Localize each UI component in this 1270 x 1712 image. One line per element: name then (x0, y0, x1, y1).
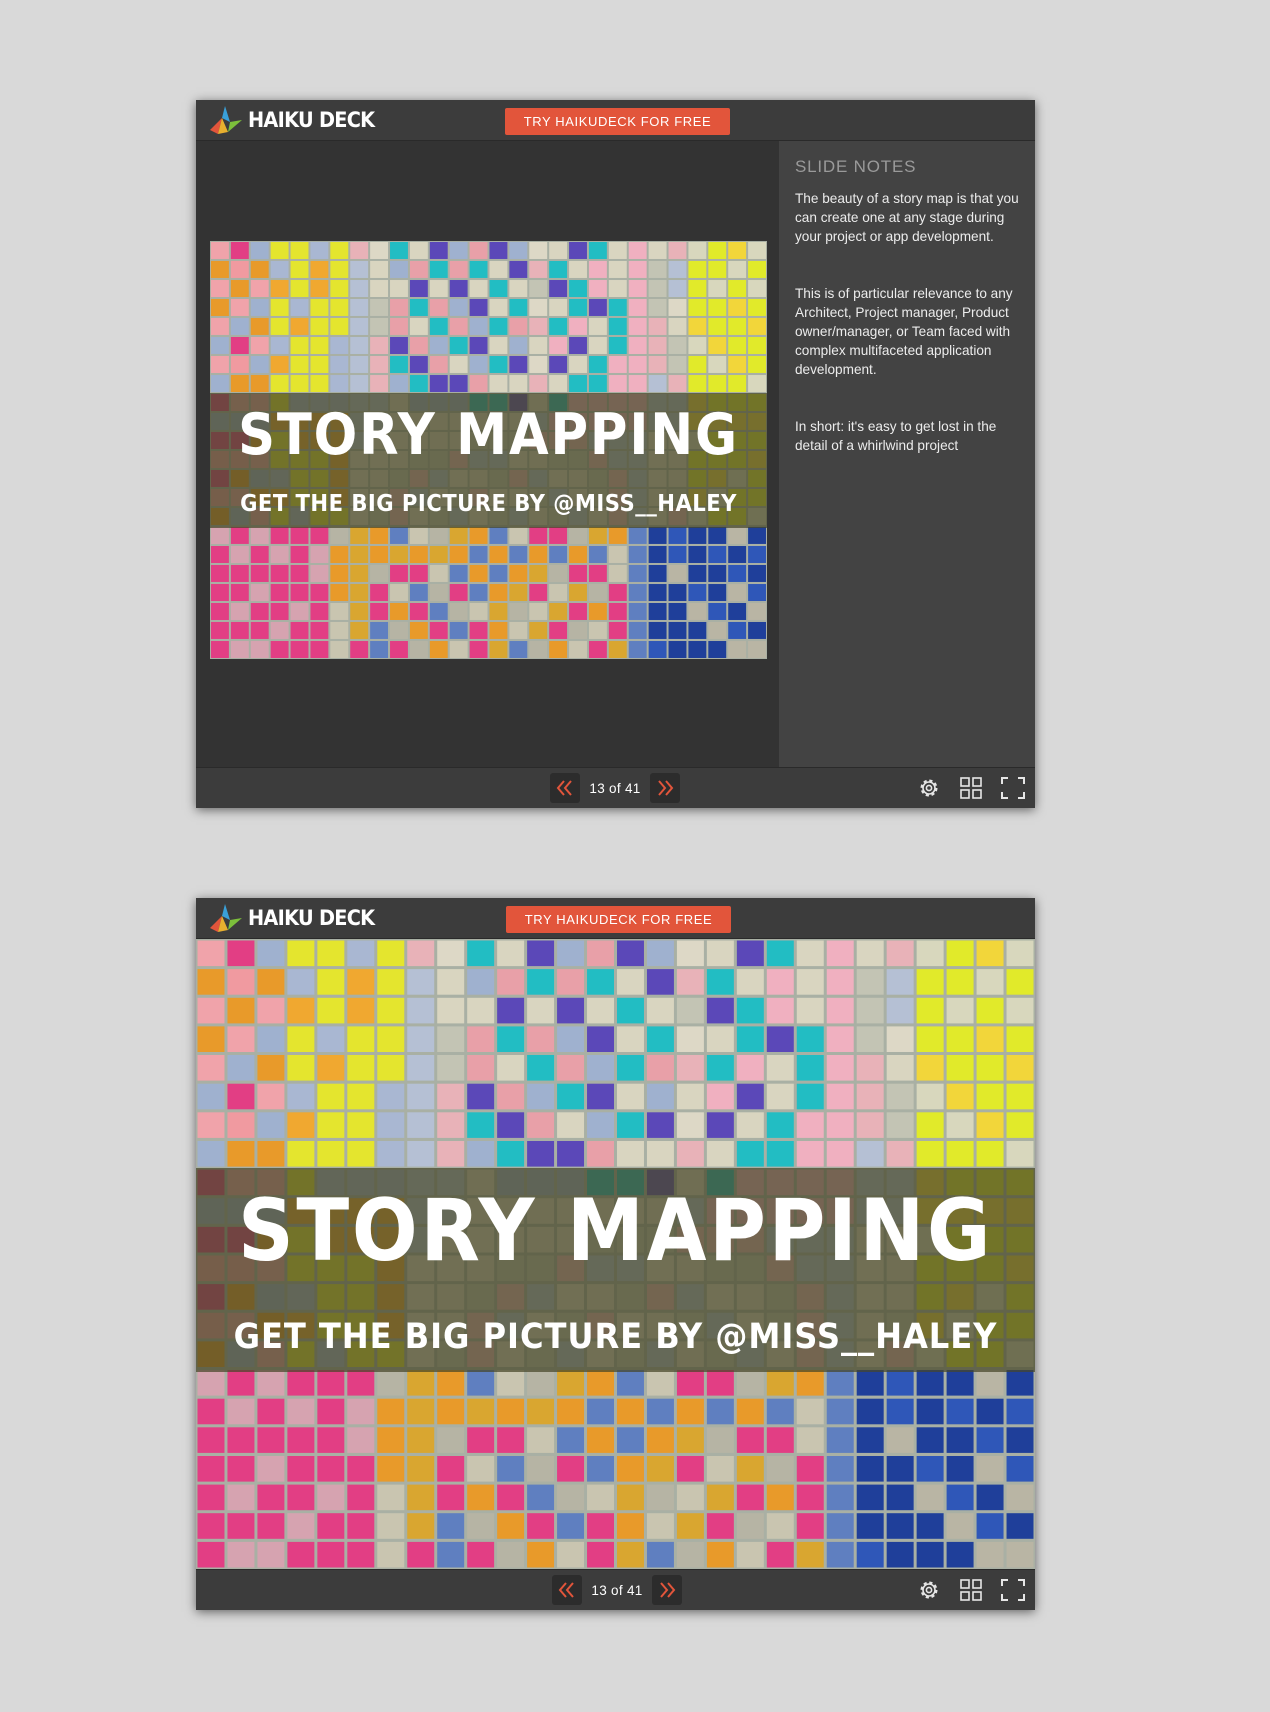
settings-button[interactable] (915, 774, 943, 802)
slide-counter: 13 of 41 (589, 780, 641, 796)
grid-view-button[interactable] (957, 1576, 985, 1604)
top-bar: HAIKU DECK TRY HAIKUDECK FOR FREE (196, 898, 1035, 939)
slide[interactable]: STORY MAPPING GET THE BIG PICTURE BY @MI… (210, 241, 767, 659)
haiku-deck-logo[interactable]: HAIKU DECK (208, 104, 385, 136)
slide-subtitle: GET THE BIG PICTURE BY @MISS__HALEY (233, 1317, 998, 1357)
deck-viewer-with-notes: HAIKU DECK TRY HAIKUDECK FOR FREE STORY … (196, 100, 1035, 808)
viewer-tools (901, 1576, 1027, 1604)
slide[interactable]: STORY MAPPING GET THE BIG PICTURE BY @MI… (196, 939, 1035, 1569)
double-chevron-left-icon (556, 780, 572, 796)
top-bar: HAIKU DECK TRY HAIKUDECK FOR FREE (196, 100, 1035, 141)
slide-title: STORY MAPPING (238, 402, 739, 468)
viewer-tools (901, 774, 1027, 802)
bottom-bar: 13 of 41 (196, 767, 1035, 808)
settings-button[interactable] (915, 1576, 943, 1604)
slide-notes-heading: SLIDE NOTES (795, 157, 917, 176)
bottom-bar: 13 of 41 (196, 1569, 1035, 1610)
slide-notes-panel: SLIDE NOTES The beauty of a story map is… (779, 141, 1035, 768)
slide-title: STORY MAPPING (237, 1181, 994, 1281)
fullscreen-button[interactable] (999, 774, 1027, 802)
next-slide-button[interactable] (652, 1575, 682, 1605)
double-chevron-left-icon (558, 1582, 574, 1598)
next-slide-button[interactable] (650, 773, 680, 803)
slide-navigation: 13 of 41 (552, 1575, 682, 1605)
grid-view-icon (960, 1579, 982, 1601)
try-haikudeck-button[interactable]: TRY HAIKUDECK FOR FREE (505, 108, 730, 135)
double-chevron-right-icon (658, 780, 674, 796)
title-band (210, 393, 767, 528)
double-chevron-right-icon (660, 1582, 676, 1598)
fullscreen-icon (1001, 777, 1025, 799)
title-band (196, 1168, 1035, 1372)
notes-paragraph: In short: it's easy to get lost in the d… (795, 419, 997, 453)
previous-slide-button[interactable] (552, 1575, 582, 1605)
settings-gear-icon (920, 1581, 938, 1599)
notes-paragraph: This is of particular relevance to any A… (795, 286, 1013, 377)
fullscreen-icon (1001, 1579, 1025, 1601)
settings-gear-icon (920, 779, 938, 797)
slide-navigation: 13 of 41 (550, 773, 680, 803)
grid-view-icon (960, 777, 982, 799)
grid-view-button[interactable] (957, 774, 985, 802)
logo-text: HAIKU DECK (248, 108, 375, 132)
try-haikudeck-button[interactable]: TRY HAIKUDECK FOR FREE (506, 906, 731, 933)
logo-text: HAIKU DECK (248, 906, 375, 930)
deck-viewer-full-slide: HAIKU DECK TRY HAIKUDECK FOR FREE STORY … (196, 898, 1035, 1610)
haiku-deck-bird-icon (210, 106, 242, 134)
notes-paragraph: The beauty of a story map is that you ca… (795, 191, 1019, 244)
haiku-deck-logo[interactable]: HAIKU DECK (208, 902, 385, 934)
fullscreen-button[interactable] (999, 1576, 1027, 1604)
previous-slide-button[interactable] (550, 773, 580, 803)
haiku-deck-bird-icon (210, 904, 242, 932)
slide-subtitle: GET THE BIG PICTURE BY @MISS__HALEY (240, 491, 737, 517)
slide-counter: 13 of 41 (591, 1582, 643, 1598)
